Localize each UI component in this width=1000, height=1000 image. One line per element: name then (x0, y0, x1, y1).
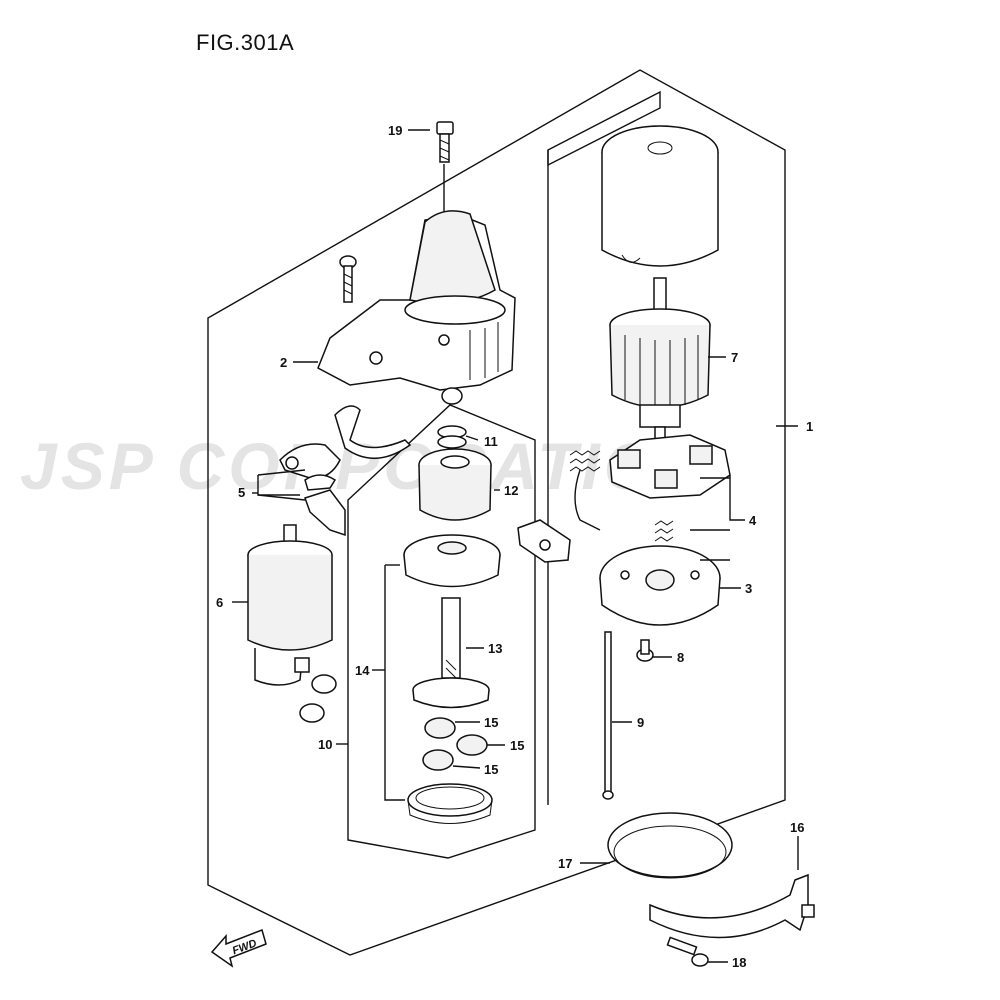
part-17-band (607, 812, 733, 879)
callout-14: 14 (355, 663, 370, 678)
callout-7: 7 (731, 350, 738, 365)
figure-title: FIG.301A (196, 30, 295, 55)
callout-15-a: 15 (484, 715, 498, 730)
callout-1: 1 (806, 419, 813, 434)
callout-19: 19 (388, 123, 402, 138)
callout-2: 2 (280, 355, 287, 370)
callout-10: 10 (318, 737, 332, 752)
part-18-bolt (666, 936, 709, 967)
part-2-bolt (339, 255, 357, 303)
part-5-lever-set (279, 405, 412, 537)
callout-13: 13 (488, 641, 502, 656)
callout-8: 8 (677, 650, 684, 665)
part-7-armature (609, 277, 711, 446)
part-9-through-bolt (602, 631, 614, 800)
watermark-text: JSP CORPORATION (20, 429, 711, 503)
part-15-gears (422, 717, 488, 771)
part-yoke-housing (601, 125, 719, 267)
callout-3: 3 (745, 581, 752, 596)
callout-16: 16 (790, 820, 804, 835)
callout-5: 5 (238, 485, 245, 500)
part-14-plate (403, 534, 501, 588)
callout-18: 18 (732, 955, 746, 970)
callout-17: 17 (558, 856, 572, 871)
part-12-pinion (418, 448, 492, 521)
fwd-arrow-icon: FWD (210, 929, 267, 968)
callout-6: 6 (216, 595, 223, 610)
part-10-ring (407, 783, 493, 824)
part-2-housing (317, 210, 516, 391)
part-3-end-cover (599, 545, 721, 626)
assembly-frame-outer (207, 69, 786, 956)
part-6-solenoid (247, 524, 337, 723)
part-13-shaft (412, 597, 490, 709)
part-8-screw (636, 639, 654, 662)
callout-15-c: 15 (484, 762, 498, 777)
callout-4: 4 (749, 513, 757, 528)
assembly-frame-gear (347, 404, 536, 859)
callout-9: 9 (637, 715, 644, 730)
callout-12: 12 (504, 483, 518, 498)
part-16-bracket (649, 873, 815, 939)
callout-15-b: 15 (510, 738, 524, 753)
callout-11: 11 (484, 434, 498, 449)
part-4-brush-holder (517, 434, 731, 563)
part-11-clip (437, 387, 467, 449)
